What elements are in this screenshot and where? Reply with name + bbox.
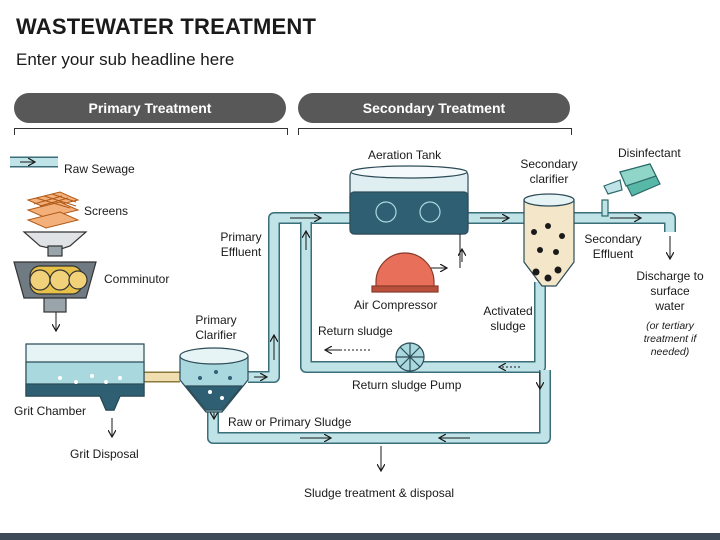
return-sludge-label: Return sludge [318,324,393,338]
page-subtitle: Enter your sub headline here [16,50,235,69]
screens-label: Screens [84,204,129,218]
air-compressor-label: Air Compressor [354,298,438,312]
grit-chamber-icon [25,343,145,411]
secondary-clarifier-icon [523,193,575,287]
air-line [424,234,462,268]
raw-or-primary-sludge-label: Raw or Primary Sludge [228,415,352,429]
comminutor-label: Comminutor [104,272,170,286]
primary-bracket [14,128,288,135]
raw-sewage-label: Raw Sewage [64,162,135,176]
aeration-tank-label: Aeration Tank [368,148,442,162]
primary-treatment-header: Primary Treatment [14,93,286,123]
air-compressor-icon [371,252,439,293]
comminutor-icon [13,261,97,313]
secondary-bracket [298,128,572,135]
primary-clarifier-icon [179,347,249,413]
grit-disposal-label: Grit Disposal [70,447,139,461]
aeration-tank-icon [349,165,469,235]
disinfectant-icon [601,163,661,217]
secondary-treatment-header: Secondary Treatment [298,93,570,123]
footer-bar [0,533,720,540]
grit-chamber-label: Grit Chamber [14,404,87,418]
return-sludge-pump-icon [395,342,425,372]
page-title: WASTEWATER TREATMENT [16,14,317,39]
screens-icon [26,191,80,229]
sludge-treatment-label: Sludge treatment & disposal [304,486,455,500]
disinfectant-label: Disinfectant [618,146,681,160]
funnel-icon [22,231,88,257]
return-sludge-pump-label: Return sludge Pump [352,378,462,392]
